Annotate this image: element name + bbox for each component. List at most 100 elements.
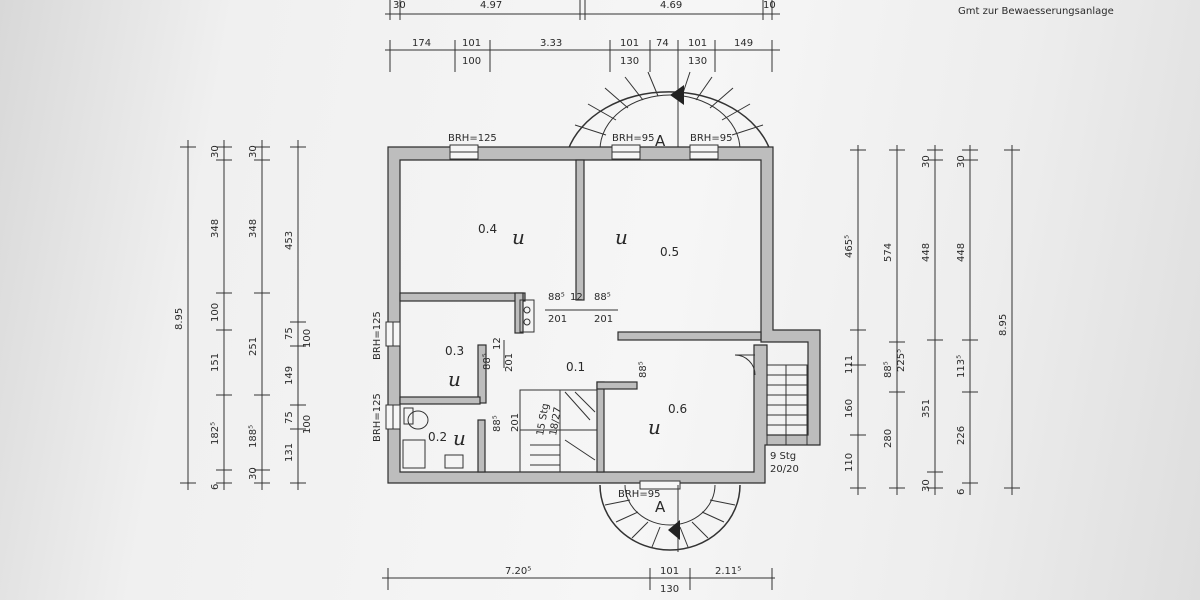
left-chain3-75b: 75 bbox=[284, 327, 295, 340]
outer-stair-label: 9 Stg bbox=[770, 451, 796, 462]
door-dimensions: 88⁵ 12 201 88⁵ 201 88⁵ 12 201 88⁵ 201 88… bbox=[482, 292, 756, 432]
top-dim-130a: 130 bbox=[620, 56, 639, 67]
door2-height: 201 bbox=[594, 314, 613, 325]
building-walls bbox=[385, 144, 821, 490]
room-0-5-number: 0.5 bbox=[660, 245, 679, 259]
door1-mid: 12 bbox=[570, 292, 583, 303]
door3-height: 201 bbox=[504, 353, 515, 372]
top-dim-130b: 130 bbox=[688, 56, 707, 67]
outer-stair-ratio: 20/20 bbox=[770, 464, 799, 475]
window-label-top-mid-right: BRH=95 bbox=[690, 133, 732, 144]
right-chain2-280: 280 bbox=[883, 429, 894, 448]
door2-width: 88⁵ bbox=[594, 292, 611, 303]
right-chain1-160: 160 bbox=[844, 399, 855, 418]
right-chain2-88: 88⁵ bbox=[883, 361, 894, 378]
left-chain2-348: 348 bbox=[248, 219, 259, 238]
bathroom-fixtures bbox=[402, 299, 535, 469]
left-chain3-453: 453 bbox=[284, 231, 295, 250]
window-label-left-upper: BRH=125 bbox=[372, 311, 383, 360]
left-total: 8.95 bbox=[174, 308, 185, 330]
section-marker-bottom: A bbox=[655, 498, 666, 516]
room-0-4-number: 0.4 bbox=[478, 222, 497, 236]
section-marker-top: A bbox=[655, 132, 666, 150]
door5-width: 88⁵ bbox=[638, 361, 649, 378]
window-label-top-left: BRH=125 bbox=[448, 133, 497, 144]
inner-stair-ratio: 18/27 bbox=[548, 406, 564, 436]
interior-stair: 15 Stg 18/27 bbox=[519, 389, 598, 473]
right-chain2-225: 225⁵ bbox=[896, 349, 907, 372]
right-chain2-574: 574 bbox=[883, 243, 894, 262]
left-chain3-75a: 75 bbox=[284, 411, 295, 424]
left-chain1-151: 151 bbox=[210, 353, 221, 372]
room-0-3-mark: u bbox=[448, 367, 461, 391]
right-chain3-351: 351 bbox=[921, 399, 932, 418]
right-total: 8.95 bbox=[998, 314, 1009, 336]
left-chain3-sub-100b: 100 bbox=[302, 329, 313, 348]
top-dim-100: 100 bbox=[462, 56, 481, 67]
left-chain3-sub-100a: 100 bbox=[302, 415, 313, 434]
bottom-dim-720: 7.20⁵ bbox=[505, 566, 531, 577]
room-0-3-number: 0.3 bbox=[445, 344, 464, 358]
left-chain1-348: 348 bbox=[210, 219, 221, 238]
door1-height: 201 bbox=[548, 314, 567, 325]
right-chain4-6: 6 bbox=[956, 489, 967, 495]
right-chain3-448: 448 bbox=[921, 243, 932, 262]
header-note: Gmt zur Bewaesserungsanlage bbox=[958, 6, 1114, 17]
right-chain4-113: 113⁵ bbox=[956, 355, 967, 378]
door3-width: 88⁵ bbox=[482, 353, 493, 370]
left-chain1-30: 30 bbox=[210, 145, 221, 158]
top-spiral-stair: A bbox=[567, 70, 771, 151]
left-chain2-188: 188⁵ bbox=[248, 425, 259, 448]
right-chain4-30: 30 bbox=[956, 155, 967, 168]
window-label-top-mid-left: BRH=95 bbox=[612, 133, 654, 144]
right-dimension-chains: 110 160 111 465⁵ 280 225⁵ 574 88⁵ 30 351… bbox=[844, 145, 1020, 495]
top-dim-174: 174 bbox=[412, 38, 431, 49]
bottom-dimension-chains: 7.20⁵ 101 2.11⁵ 130 bbox=[382, 566, 775, 595]
left-chain2-30b: 30 bbox=[248, 145, 259, 158]
top-dim-333: 3.33 bbox=[540, 38, 562, 49]
right-chain4-448: 448 bbox=[956, 243, 967, 262]
room-0-5-mark: u bbox=[615, 225, 628, 249]
top-dim-101a: 101 bbox=[462, 38, 481, 49]
top-dim-1: 30 bbox=[393, 0, 406, 11]
room-0-2-mark: u bbox=[453, 426, 466, 450]
right-chain4-226: 226 bbox=[956, 426, 967, 445]
top-dim-3: 4.69 bbox=[660, 0, 682, 11]
room-0-6-number: 0.6 bbox=[668, 402, 687, 416]
room-0-4-mark: u bbox=[512, 225, 525, 249]
left-chain1-182: 182⁵ bbox=[210, 422, 221, 445]
door4-width: 88⁵ bbox=[492, 415, 503, 432]
exterior-stair-right: 9 Stg 20/20 bbox=[766, 364, 808, 475]
right-chain3-30b: 30 bbox=[921, 155, 932, 168]
right-chain1-111: 111 bbox=[844, 355, 855, 374]
top-dimension-chains: 30 4.97 4.69 10 174 101 3.33 101 74 101 … bbox=[385, 0, 780, 72]
left-chain3-131: 131 bbox=[284, 443, 295, 462]
bottom-spiral-stair: A bbox=[599, 484, 741, 552]
top-dim-101b: 101 bbox=[620, 38, 639, 49]
top-dim-149: 149 bbox=[734, 38, 753, 49]
window-label-bottom: BRH=95 bbox=[618, 489, 660, 500]
top-dim-74: 74 bbox=[656, 38, 669, 49]
bottom-dim-211: 2.11⁵ bbox=[715, 566, 741, 577]
right-chain1-110: 110 bbox=[844, 453, 855, 472]
right-chain3-30a: 30 bbox=[921, 479, 932, 492]
room-0-2-number: 0.2 bbox=[428, 430, 447, 444]
room-labels: 0.4 u u 0.5 0.3 u 0.1 0.6 u 0.2 u bbox=[428, 222, 687, 450]
door1-width: 88⁵ bbox=[548, 292, 565, 303]
left-chain2-251: 251 bbox=[248, 337, 259, 356]
left-chain1-100: 100 bbox=[210, 303, 221, 322]
top-dim-101c: 101 bbox=[688, 38, 707, 49]
bottom-dim-130: 130 bbox=[660, 584, 679, 595]
room-0-6-mark: u bbox=[648, 415, 661, 439]
window-label-left-lower: BRH=125 bbox=[372, 393, 383, 442]
right-chain1-465: 465⁵ bbox=[844, 235, 855, 258]
top-dim-2: 4.97 bbox=[480, 0, 502, 11]
left-chain3-149: 149 bbox=[284, 366, 295, 385]
door4-height: 201 bbox=[510, 413, 521, 432]
room-0-1-number: 0.1 bbox=[566, 360, 585, 374]
left-dimension-chains: 8.95 6 182⁵ 151 100 348 30 30 188⁵ 251 bbox=[174, 140, 313, 490]
left-chain1-6: 6 bbox=[210, 484, 221, 490]
